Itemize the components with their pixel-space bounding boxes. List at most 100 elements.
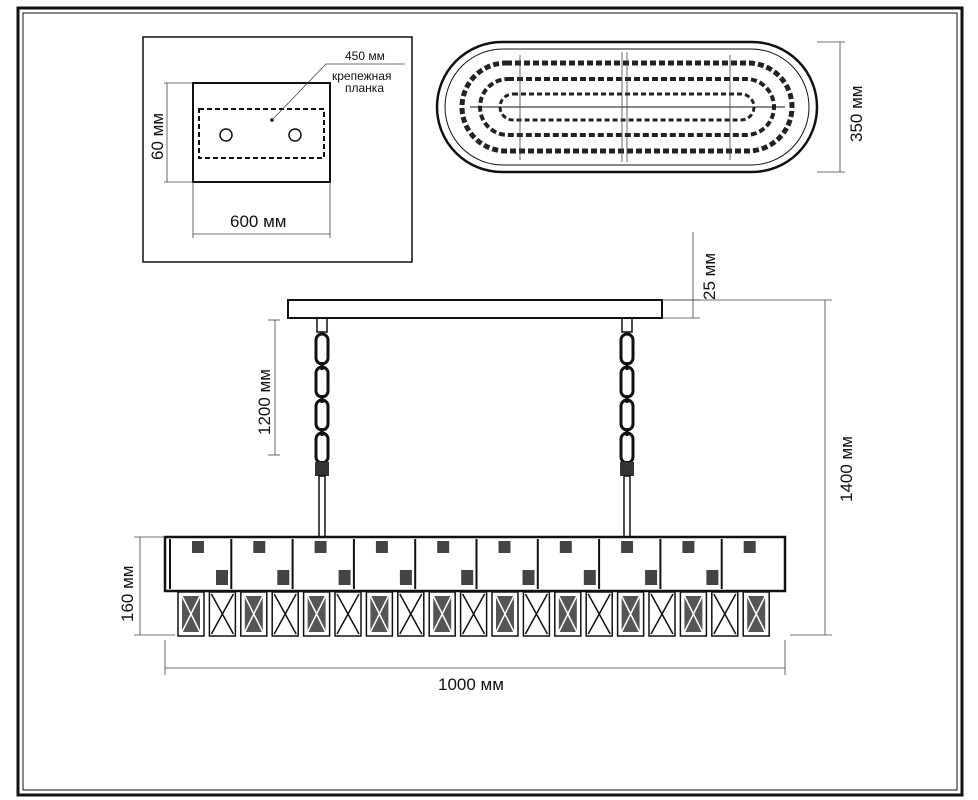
bracket-leader-line [271,63,405,121]
crystal-pattern [495,595,515,633]
hanging-crystal [679,591,708,637]
chain-link [619,365,635,399]
crystal-pattern [336,593,360,635]
crystal-square [621,541,634,553]
chain-link [314,332,330,366]
hanging-crystal [397,591,425,637]
crystal-outline [240,591,268,637]
crystal-outline [585,591,613,637]
canopy-height-label: 25 мм [700,253,719,300]
bracket-label-line1: крепежная [332,69,391,83]
crystal-pattern [524,593,549,635]
mount-plate-view: 450 мм крепежная планка 60 мм 600 мм [142,36,413,263]
hanging-crystal [742,591,770,637]
hanging-crystal [491,591,519,637]
suspension-rod [318,475,326,538]
hanging-crystal [302,591,331,637]
crystal-square [743,541,756,553]
chain-length-label: 1200 мм [255,369,274,435]
crystal-square [399,570,412,585]
crystal-pattern [461,593,486,635]
crystal-outline [711,591,739,637]
crystal-square [461,570,474,585]
hanging-crystal [208,591,237,637]
body-height-label: 160 мм [118,566,137,622]
top-view: 350 мм [435,40,866,174]
crystal-square [375,541,388,553]
hanging-crystal [459,591,488,637]
hanging-crystal [271,591,299,637]
crystal-pattern [273,593,297,635]
total-height-label: 1400 мм [837,436,856,502]
plate-width-label: 600 мм [230,212,286,231]
crystal-pattern [587,593,611,635]
chain-link [619,332,635,366]
chain-connector [315,462,329,476]
crystal-square [706,570,719,585]
crystal-pattern [558,595,578,633]
chain-link [314,398,330,432]
inner-frame [22,12,958,791]
crystal-pattern [432,595,452,633]
crystal-square [192,541,204,553]
crystal-pattern [306,595,327,633]
crystal-outline [648,591,676,637]
mount-hole-right [288,128,302,142]
crystal-square [682,541,695,553]
bracket-size-label: 450 мм [345,49,385,63]
suspension-chain [314,317,330,538]
depth-label: 350 мм [847,86,866,142]
hanging-crystal [522,591,551,637]
bracket-label-line2: планка [345,81,384,95]
chain-link [619,431,635,465]
chain-link [314,431,330,465]
crystal-outline [271,591,299,637]
crystal-outline [459,591,488,637]
chain-connector [620,462,634,476]
chain-link [619,398,635,432]
hanging-crystal [554,591,582,637]
width-label: 1000 мм [438,675,504,694]
crystal-pattern [650,593,674,635]
crystal-outline [428,591,456,637]
crystal-outline [616,591,645,637]
crystal-pattern [369,595,390,633]
mounting-bracket [198,108,325,159]
crystal-square [522,570,535,585]
crystal-outline [491,591,519,637]
crystal-square [277,570,290,585]
crystal-square [498,541,511,553]
crystal-square [437,541,450,553]
ceiling-canopy [287,299,663,319]
chain-hook [621,317,633,333]
crystal-square [216,570,228,585]
crystal-outline [365,591,394,637]
crystal-outline [397,591,425,637]
crystal-outline [177,591,205,637]
crystal-outline [334,591,362,637]
chain-hook [316,317,328,333]
chandelier-frame [163,535,787,593]
hanging-crystal [428,591,456,637]
crystal-square [645,570,658,585]
crystal-pattern [683,595,704,633]
crystal-pattern [210,593,235,635]
crystal-outline [302,591,331,637]
hanging-crystal [648,591,676,637]
hanging-crystal [365,591,394,637]
crystal-pattern [399,593,423,635]
outer-frame [16,6,964,797]
hanging-crystal [616,591,645,637]
crystal-square [314,541,327,553]
crystal-outline [522,591,551,637]
mount-hole-left [219,128,233,142]
crystal-square [338,570,351,585]
hanging-crystal [711,591,739,637]
crystal-pattern [244,595,264,633]
hanging-crystal [240,591,268,637]
crystal-outline [742,591,770,637]
mount-plate [192,82,331,183]
crystal-pattern [620,595,641,633]
plate-height-label: 60 мм [148,113,167,160]
